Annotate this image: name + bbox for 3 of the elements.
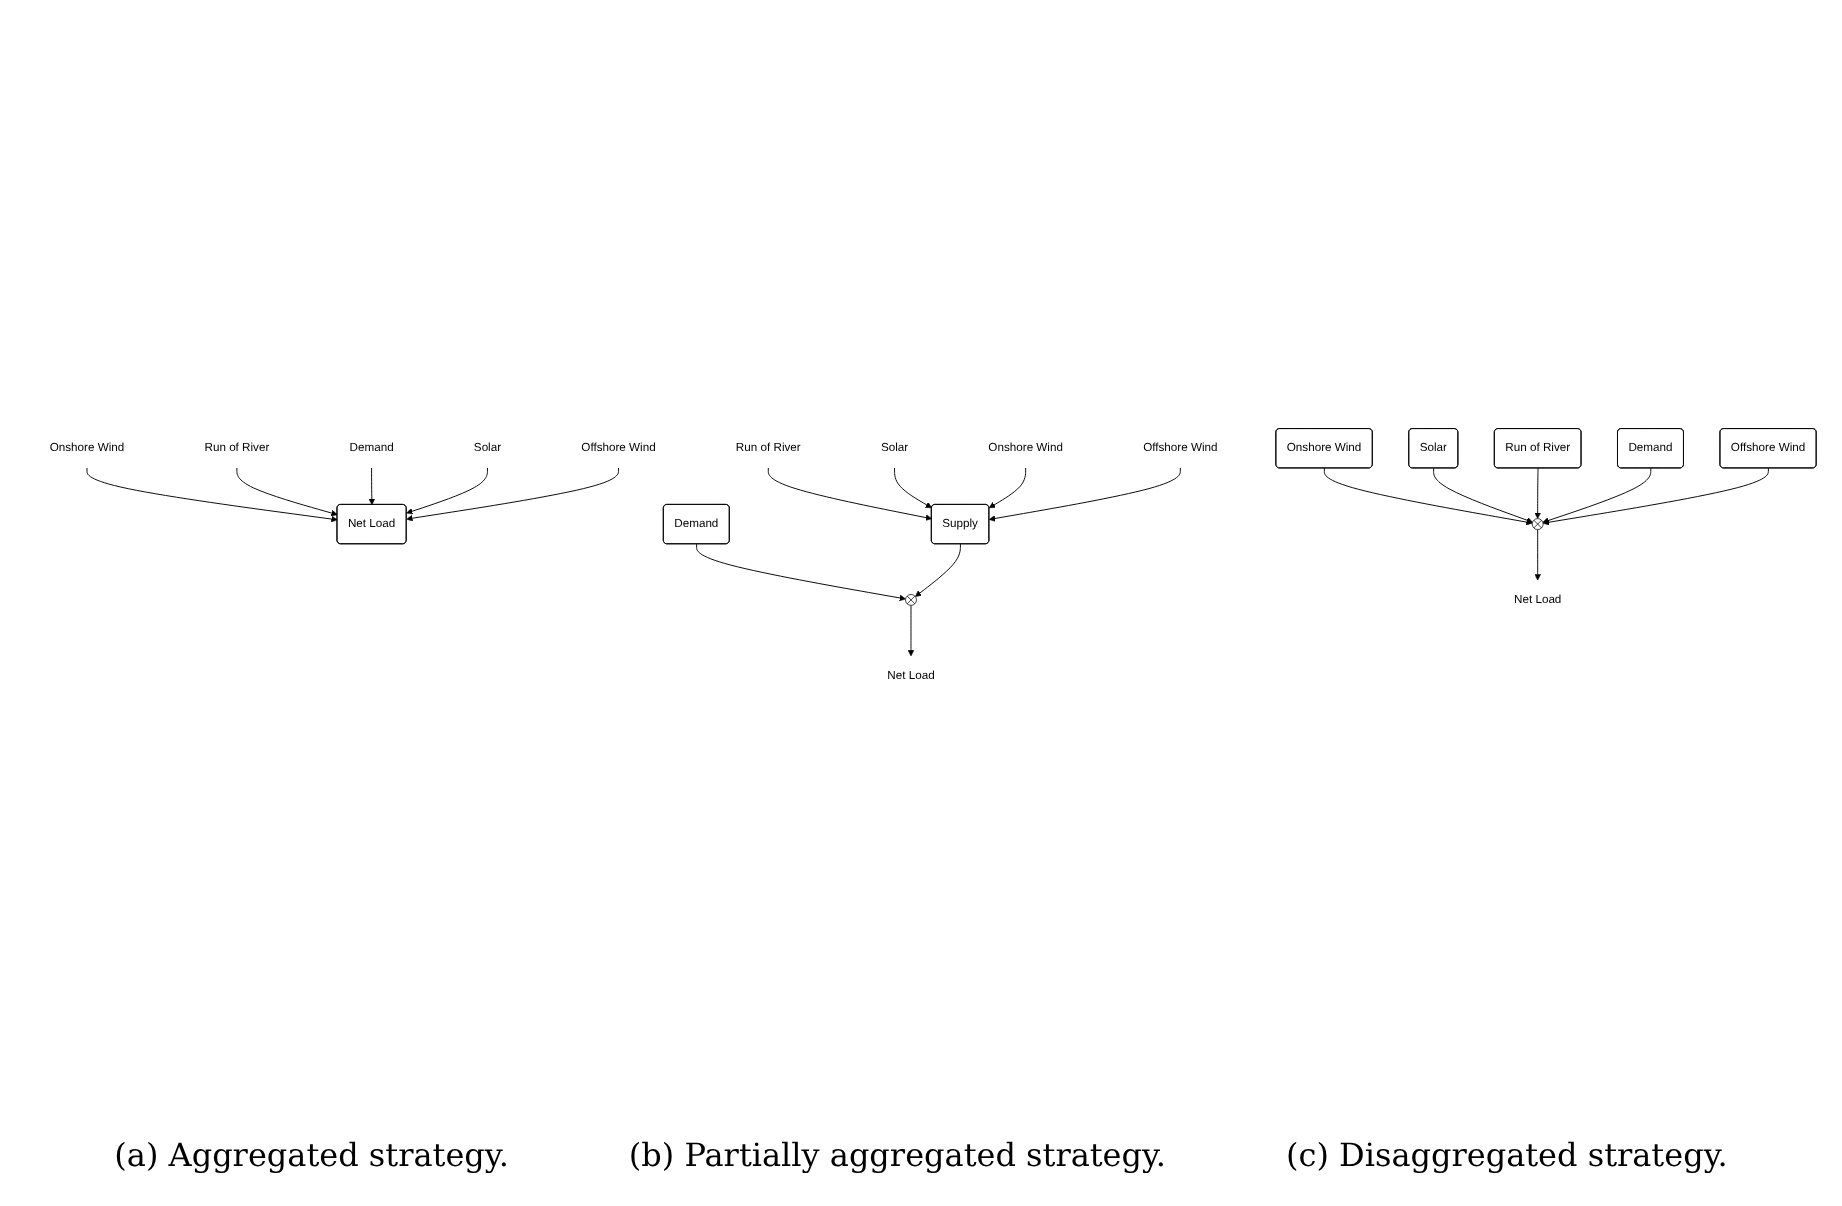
caption: (b) Partially aggregated strategy. [628,1136,1167,1174]
caption: (c) Disaggregated strategy. [1286,1136,1728,1174]
caption: (a) Aggregated strategy. [114,1136,509,1174]
